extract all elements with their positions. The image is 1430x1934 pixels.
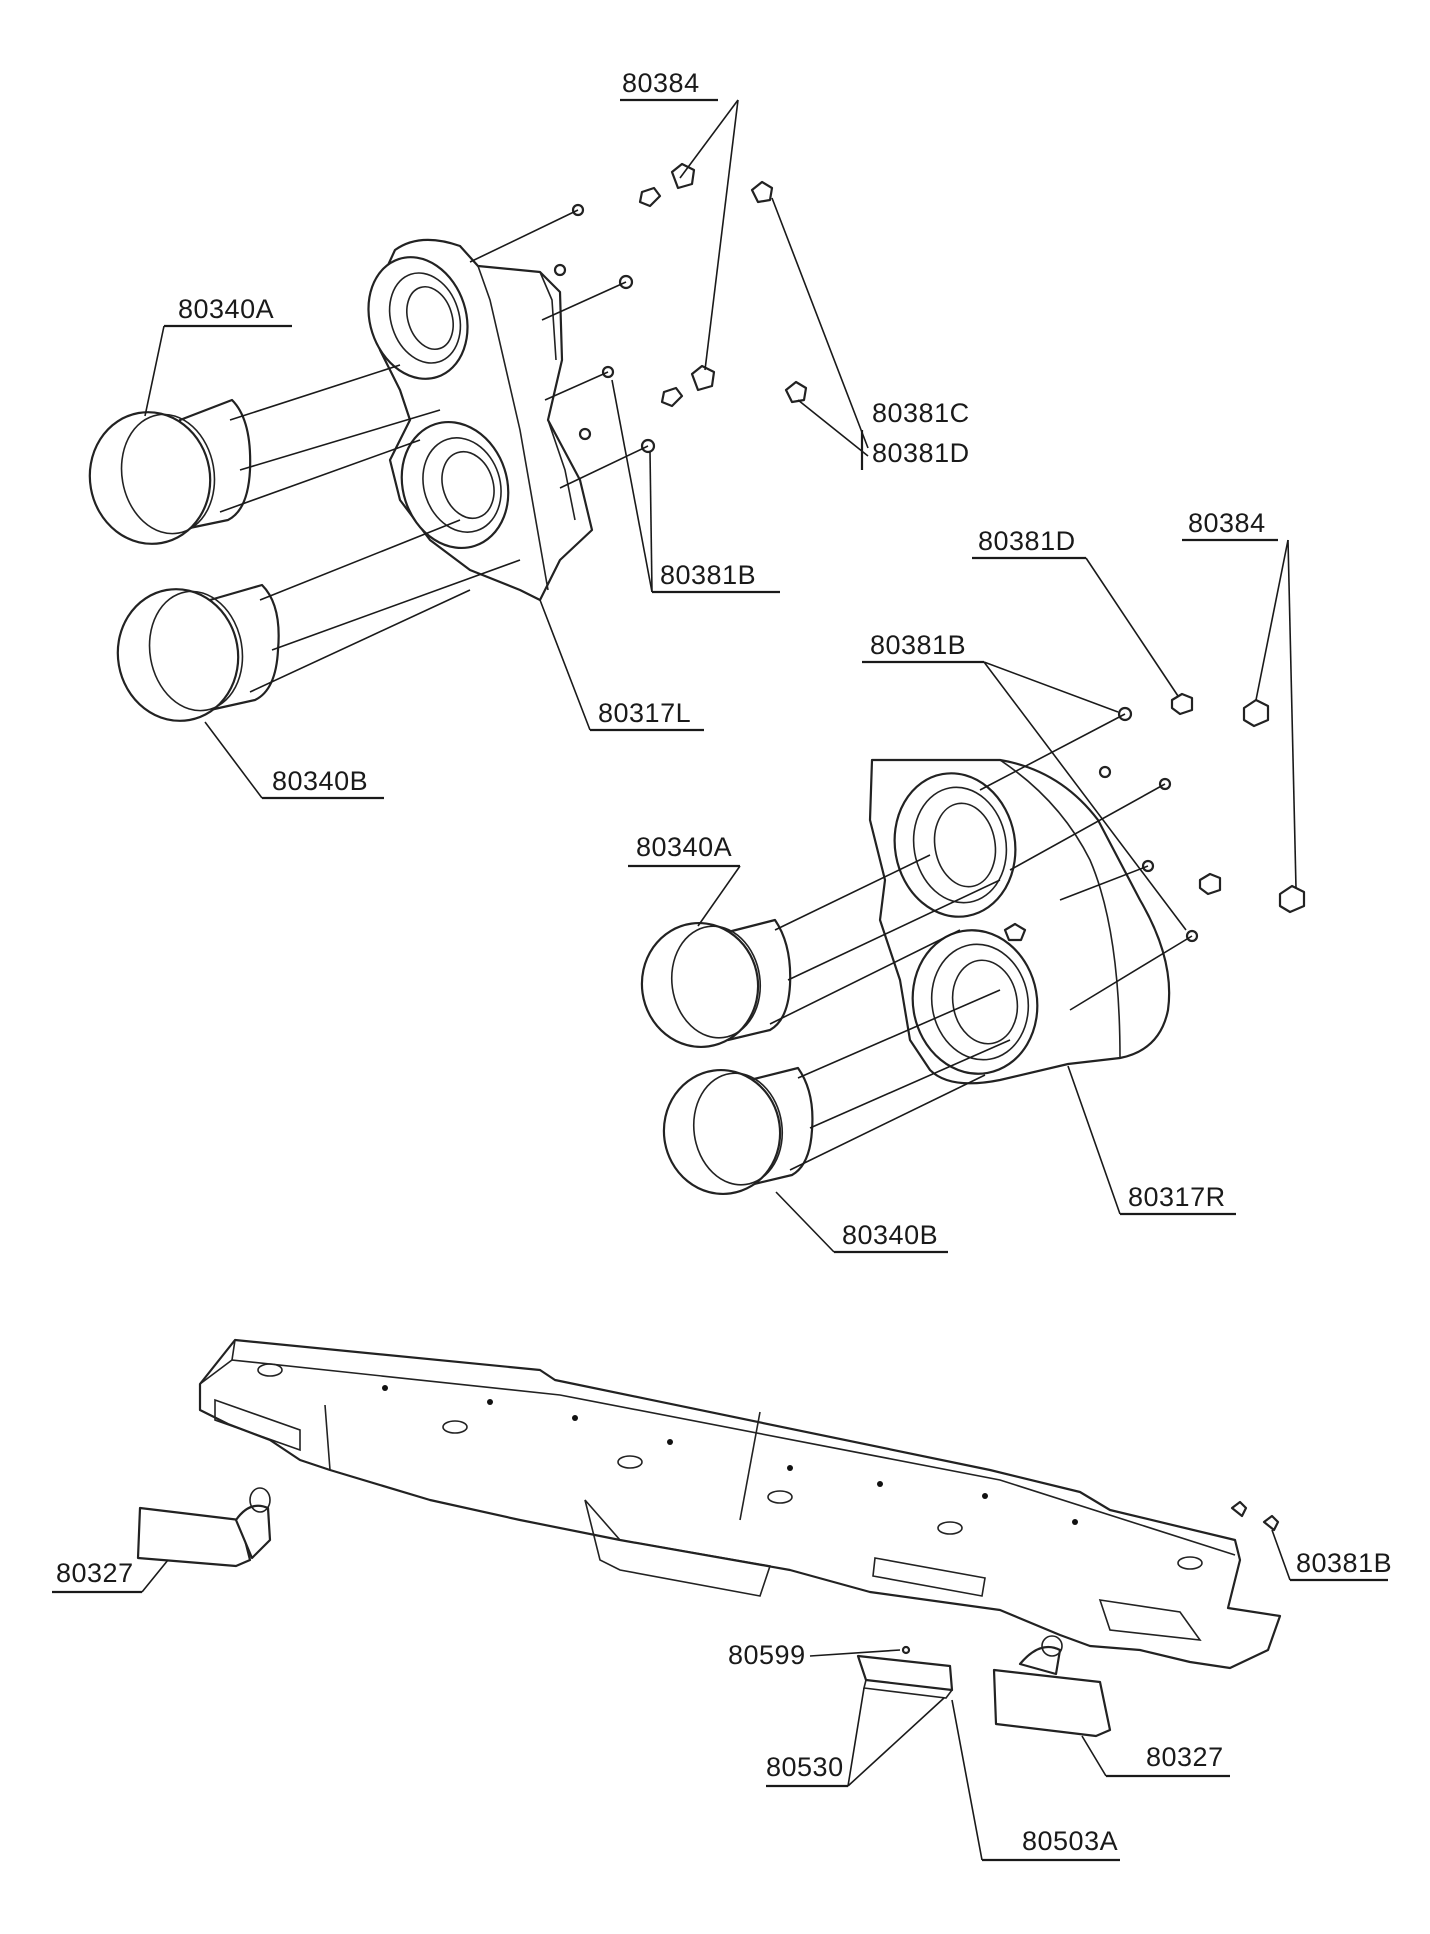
right-lower-lens xyxy=(662,989,1011,1196)
label-80327-left: 80327 xyxy=(56,1558,134,1588)
label-80381C-top: 80381C xyxy=(872,398,970,428)
label-80381D-top: 80381D xyxy=(872,438,970,468)
label-80381B-bumper: 80381B xyxy=(1296,1548,1392,1578)
label-80530: 80530 xyxy=(766,1752,844,1782)
label-80340A-right: 80340A xyxy=(636,832,732,862)
label-80384-top: 80384 xyxy=(622,68,700,98)
right-housing-upper-ring xyxy=(893,772,1017,918)
label-80384-right: 80384 xyxy=(1188,508,1266,538)
right-side-marker-lamp xyxy=(992,1635,1112,1738)
label-80340A-left: 80340A xyxy=(178,294,274,324)
right-tail-lamp-assembly xyxy=(868,758,1171,1085)
license-plate-lamp xyxy=(856,1645,954,1699)
label-80381B-left: 80381B xyxy=(660,560,756,590)
label-80317L: 80317L xyxy=(598,698,691,728)
right-fasteners xyxy=(979,692,1306,1011)
right-upper-lens xyxy=(640,854,1001,1049)
label-80340B-left: 80340B xyxy=(272,766,368,796)
left-fasteners xyxy=(469,162,808,489)
rear-bumper xyxy=(198,1338,1282,1670)
label-80317R: 80317R xyxy=(1128,1182,1226,1212)
label-80327-right: 80327 xyxy=(1146,1742,1224,1772)
bumper-body xyxy=(198,1338,1282,1670)
left-lower-lens xyxy=(116,519,521,722)
left-housing-upper-ring xyxy=(367,256,469,380)
left-side-marker-lamp xyxy=(136,1487,272,1568)
callout-labels: 80384 80340A 80381C 80381D 80381B 80317L… xyxy=(52,68,1392,1862)
label-80381D-right: 80381D xyxy=(978,526,1076,556)
left-tail-lamp-assembly xyxy=(367,238,594,602)
label-80340B-right: 80340B xyxy=(842,1220,938,1250)
label-80381B-right: 80381B xyxy=(870,630,966,660)
label-80503A: 80503A xyxy=(1022,1826,1118,1856)
label-80599: 80599 xyxy=(728,1640,806,1670)
left-upper-lens xyxy=(88,364,441,545)
